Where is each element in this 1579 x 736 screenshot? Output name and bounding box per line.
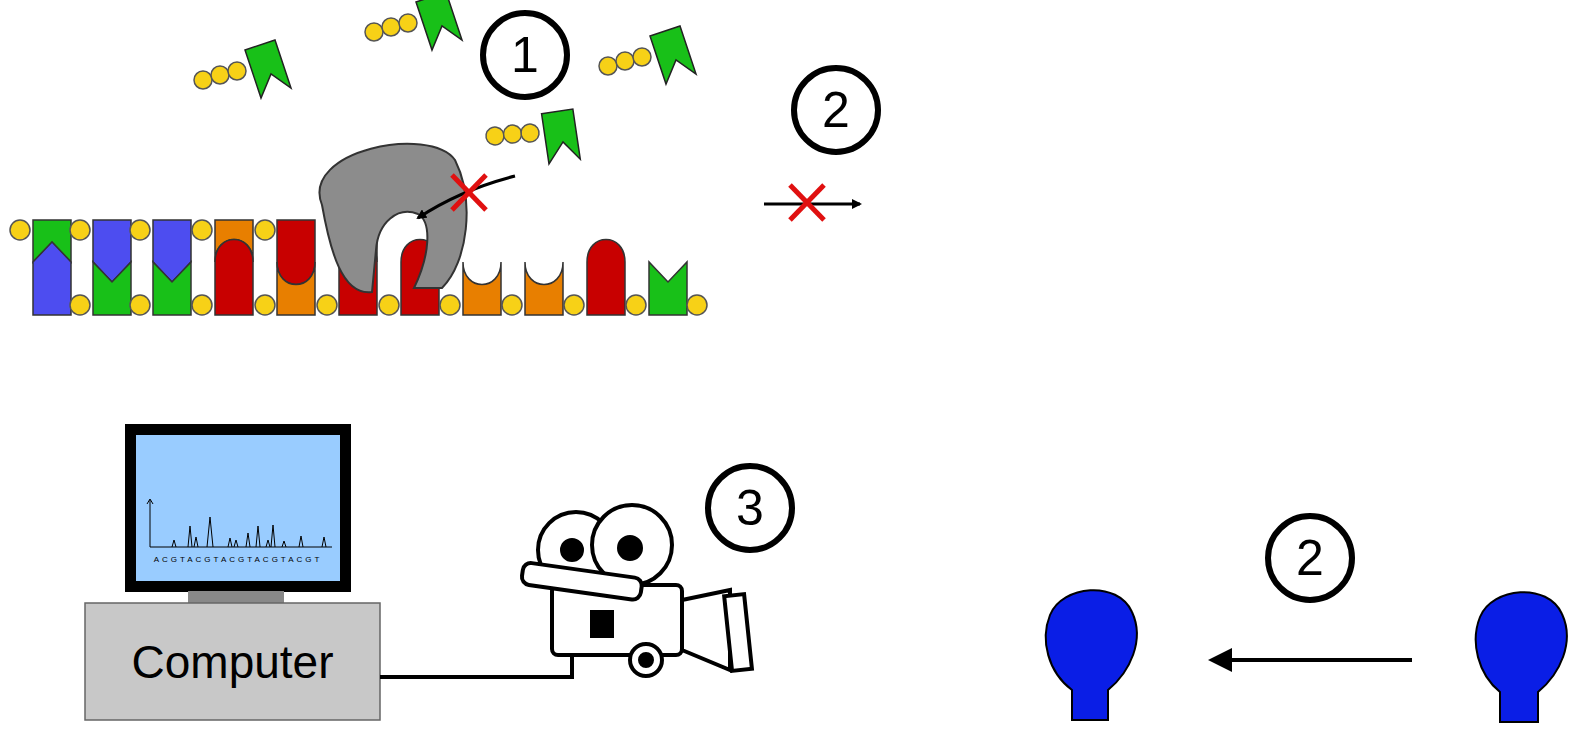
backbone-bead (626, 295, 646, 315)
backbone-bead (130, 220, 150, 240)
nucleotide (365, 0, 462, 50)
arrow (1216, 658, 1412, 662)
backbone-bead (10, 220, 30, 240)
computer-case (85, 603, 380, 720)
backbone-bead (687, 295, 707, 315)
base (587, 240, 625, 316)
callout: 2 (794, 68, 878, 152)
callout: 1 (483, 13, 567, 97)
callout-number: 1 (511, 26, 539, 84)
callout: 2 (1268, 516, 1352, 600)
callout-number: 3 (736, 479, 764, 537)
sequence-text: ACGTACGTACGTACGTACGT (154, 555, 323, 564)
monitor-stand (188, 591, 284, 604)
polymerase (320, 144, 467, 292)
chromatogram (147, 499, 332, 547)
callout-number: 2 (1296, 529, 1324, 587)
backbone-bead (192, 220, 212, 240)
arrow-head (1208, 648, 1232, 672)
backbone-bead (255, 220, 275, 240)
camera (521, 505, 752, 676)
callout-number: 2 (822, 81, 850, 139)
node-label: Computer (132, 635, 334, 689)
backbone-bead (379, 295, 399, 315)
base (463, 262, 501, 315)
cable (380, 656, 572, 677)
computer-box: Computer (85, 603, 380, 720)
callout: 3 (708, 466, 792, 550)
backbone-bead (502, 295, 522, 315)
base (525, 262, 563, 315)
red-cross (790, 185, 824, 220)
backbone-bead (70, 220, 90, 240)
backbone-bead (130, 295, 150, 315)
backbone-bead (564, 295, 584, 315)
screen-readout: ACGTACGTACGTACGTACGT (136, 435, 340, 581)
base (153, 262, 191, 315)
backbone-bead (255, 295, 275, 315)
base (33, 242, 71, 315)
red-cross (452, 175, 486, 210)
blocked-arrow (418, 176, 515, 218)
base (277, 262, 315, 315)
nucleotide (194, 40, 291, 98)
backbone-bead (70, 295, 90, 315)
light-bulb (1046, 590, 1567, 722)
nucleotide (483, 95, 589, 169)
monitor-screen (136, 435, 340, 581)
nucleotide (599, 26, 696, 84)
backbone-bead (317, 295, 337, 315)
base (649, 262, 687, 315)
callout-circle (483, 13, 1352, 600)
backbone-bead (440, 295, 460, 315)
base (215, 240, 253, 316)
base (277, 220, 315, 285)
monitor-frame (125, 424, 351, 592)
base (93, 262, 131, 315)
backbone-bead (192, 295, 212, 315)
